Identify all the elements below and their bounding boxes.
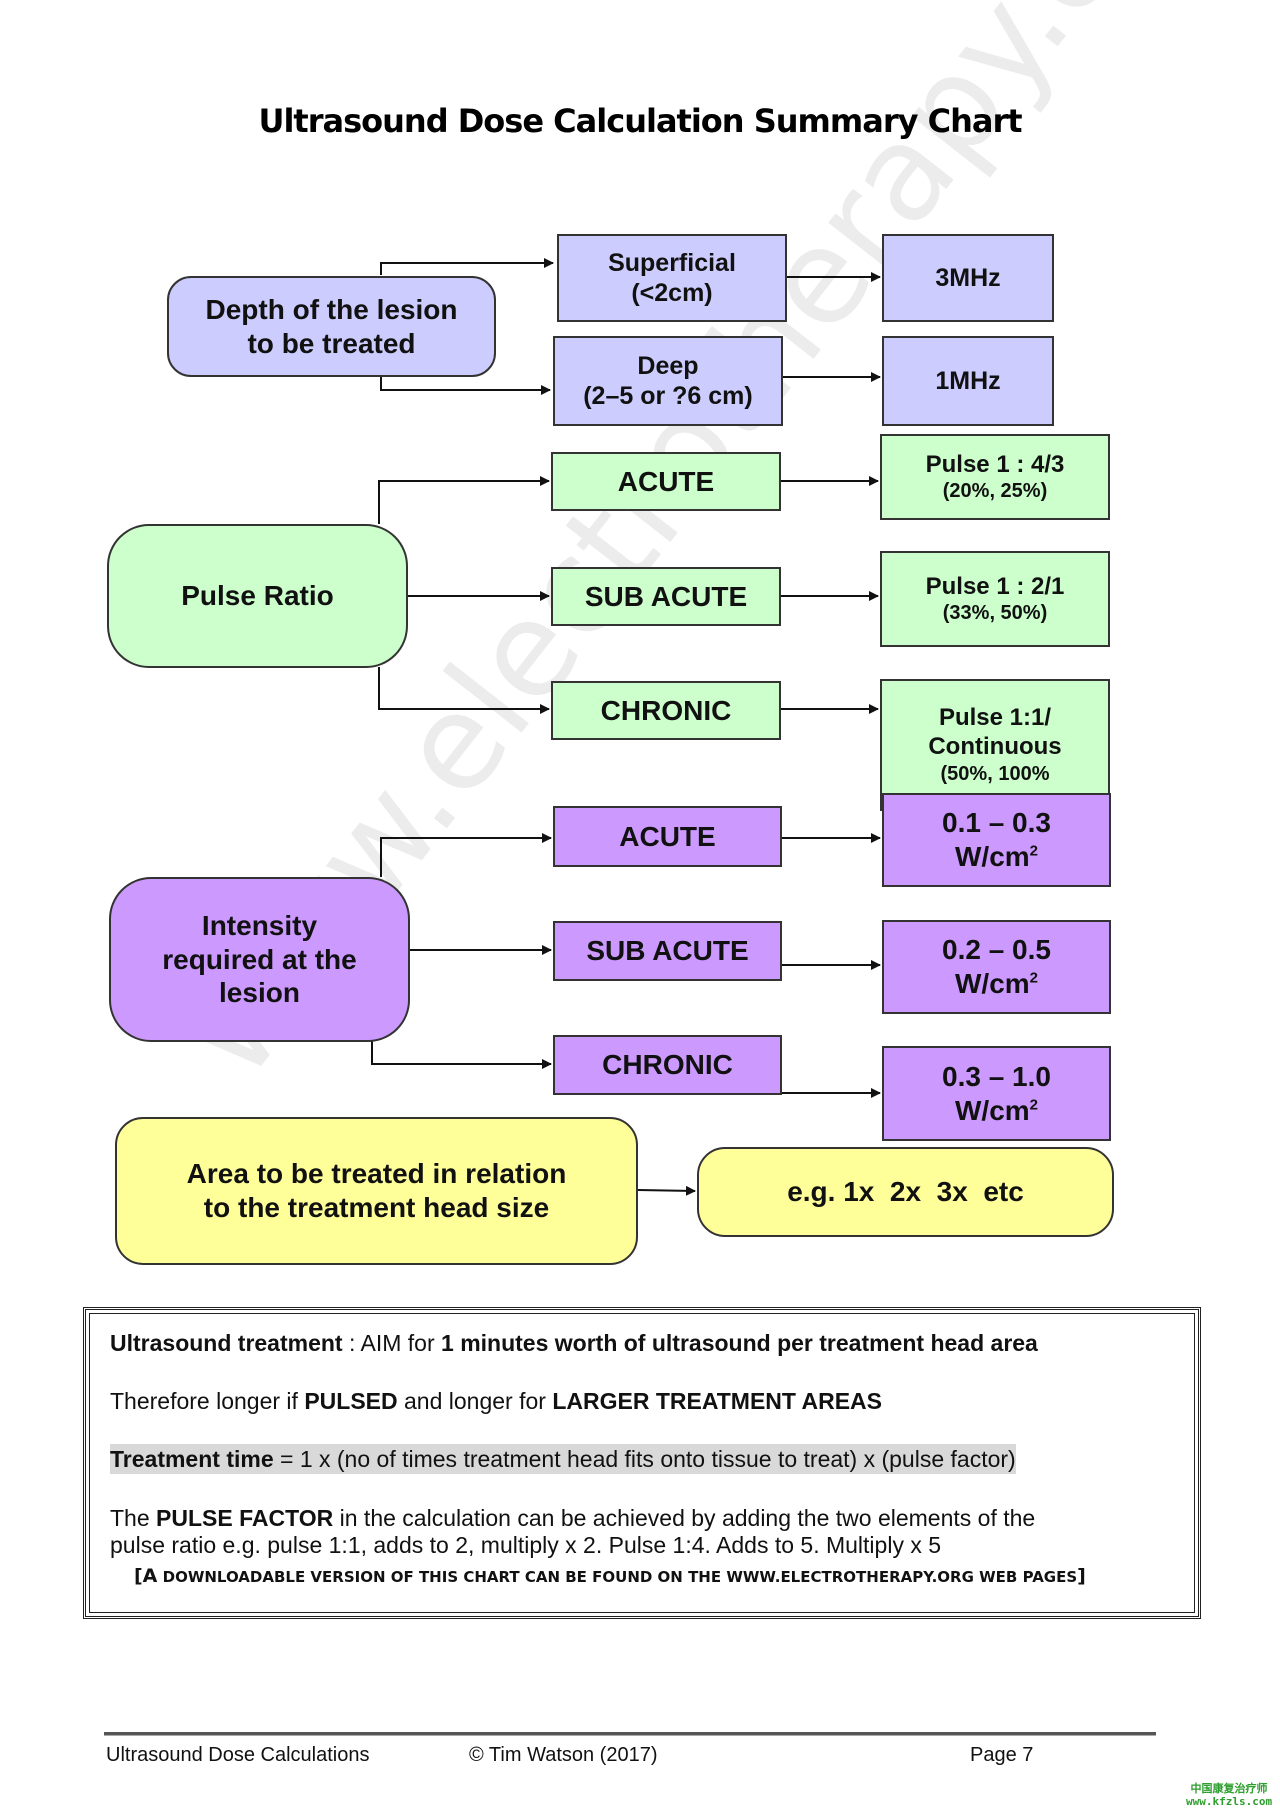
pulse-acute-percent: (20%, 25%)	[942, 480, 1048, 503]
pulse-acute-label: ACUTE	[617, 465, 715, 497]
intensity-label-2: required at the	[162, 943, 357, 975]
intensity-chronic-result: 0.3 – 1.0 W/cm2	[882, 1046, 1111, 1141]
notes-box: Ultrasound treatment : AIM for 1 minutes…	[83, 1307, 1201, 1619]
pulse-subacute-ratio: Pulse 1 : 2/1	[925, 572, 1065, 600]
connector-intensity-chronic	[371, 1041, 552, 1069]
intensity-node: Intensity required at the lesion	[109, 877, 410, 1042]
intensity-label-3: lesion	[219, 977, 300, 1009]
site-watermark: 中国康复治疗师 www.kfzls.com	[1186, 1782, 1273, 1809]
deep-box: Deep (2–5 or ?6 cm)	[553, 336, 783, 426]
deep-label: Deep	[637, 352, 699, 380]
connector-pulse-acute	[378, 476, 550, 524]
depth-label: Depth of the lesion to be treated	[205, 293, 458, 359]
intensity-subacute-label: SUB ACUTE	[586, 935, 749, 967]
intensity-chronic-range: 0.3 – 1.0	[942, 1060, 1051, 1092]
pulse-chronic-box: CHRONIC	[551, 681, 781, 740]
deep-range: (2–5 or ?6 cm)	[583, 382, 753, 410]
frequency-3mhz-box: 3MHz	[882, 234, 1054, 322]
intensity-subacute-result: 0.2 – 0.5 W/cm2	[882, 920, 1111, 1014]
area-node: Area to be treated in relation to the tr…	[115, 1117, 638, 1265]
depth-node: Depth of the lesion to be treated	[167, 276, 496, 377]
footer-doc-title: Ultrasound Dose Calculations	[106, 1744, 370, 1766]
page-title: Ultrasound Dose Calculation Summary Char…	[258, 102, 1022, 140]
superficial-label: Superficial	[608, 249, 736, 277]
note-pulse-example: pulse ratio e.g. pulse 1:1, adds to 2, m…	[110, 1532, 942, 1558]
connector-depth-deep	[380, 376, 551, 395]
intensity-chronic-unit: W/cm2	[954, 1094, 1039, 1126]
download-note: [A DOWNLOADABLE VERSION OF THIS CHART CA…	[134, 1565, 1086, 1587]
intensity-acute-unit: W/cm2	[954, 841, 1039, 872]
pulse-subacute-result: Pulse 1 : 2/1 (33%, 50%)	[880, 551, 1110, 647]
connector-pulse-chronic	[378, 667, 550, 714]
pulse-chronic-result: Pulse 1:1/ Continuous (50%, 100%	[880, 679, 1110, 811]
connector-intensity-acute	[380, 833, 552, 877]
area-label-1: Area to be treated in relation	[186, 1158, 567, 1190]
note-aim: Ultrasound treatment : AIM for 1 minutes…	[110, 1330, 1038, 1356]
intensity-acute-box: ACUTE	[553, 806, 782, 867]
footer-copyright: © Tim Watson (2017)	[469, 1744, 658, 1766]
pulse-acute-box: ACUTE	[551, 452, 781, 511]
superficial-range: (<2cm)	[631, 279, 713, 307]
pulse-chronic-label: CHRONIC	[600, 694, 732, 726]
intensity-chronic-box: CHRONIC	[553, 1035, 782, 1095]
area-example-box: e.g. 1x 2x 3x etc	[697, 1147, 1114, 1237]
intensity-acute-result: 0.1 – 0.3 W/cm2	[882, 793, 1111, 887]
frequency-1mhz-box: 1MHz	[882, 336, 1054, 426]
frequency-1mhz: 1MHz	[935, 367, 1001, 395]
treatment-time-formula: Treatment time = 1 x (no of times treatm…	[110, 1444, 1016, 1474]
pulse-chronic-continuous: Continuous	[928, 733, 1062, 760]
frequency-3mhz: 3MHz	[935, 264, 1001, 292]
note-treatment-time: Treatment time = 1 x (no of times treatm…	[110, 1444, 1016, 1474]
pulse-ratio-node: Pulse Ratio	[107, 524, 408, 668]
pulse-chronic-percent: (50%, 100%	[940, 762, 1050, 785]
intensity-acute-range: 0.1 – 0.3	[942, 807, 1051, 839]
area-example: e.g. 1x 2x 3x etc	[787, 1176, 1024, 1208]
intensity-subacute-box: SUB ACUTE	[553, 921, 782, 981]
intensity-subacute-range: 0.2 – 0.5	[942, 934, 1051, 966]
pulse-acute-ratio: Pulse 1 : 4/3	[925, 450, 1065, 478]
intensity-label-1: Intensity	[201, 910, 318, 942]
pulse-subacute-label: SUB ACUTE	[584, 580, 748, 612]
intensity-chronic-label: CHRONIC	[602, 1049, 733, 1081]
superficial-box: Superficial (<2cm)	[557, 234, 787, 322]
pulse-subacute-box: SUB ACUTE	[551, 567, 781, 626]
area-label-2: to the treatment head size	[203, 1192, 550, 1223]
pulse-subacute-percent: (33%, 50%)	[942, 602, 1048, 625]
footer-page-number: Page 7	[970, 1744, 1034, 1766]
pulse-acute-result: Pulse 1 : 4/3 (20%, 25%)	[880, 434, 1110, 520]
intensity-subacute-unit: W/cm2	[954, 968, 1039, 999]
note-pulse-factor: The PULSE FACTOR in the calculation can …	[110, 1505, 1036, 1531]
pulse-chronic-ratio: Pulse 1:1/	[938, 704, 1052, 732]
note-longer: Therefore longer if PULSED and longer fo…	[110, 1388, 883, 1414]
intensity-acute-label: ACUTE	[619, 820, 716, 852]
pulse-ratio-label: Pulse Ratio	[181, 580, 334, 612]
footer-divider	[104, 1732, 1156, 1736]
connector-area-example	[637, 1185, 696, 1196]
connector-depth-superficial	[380, 258, 554, 275]
